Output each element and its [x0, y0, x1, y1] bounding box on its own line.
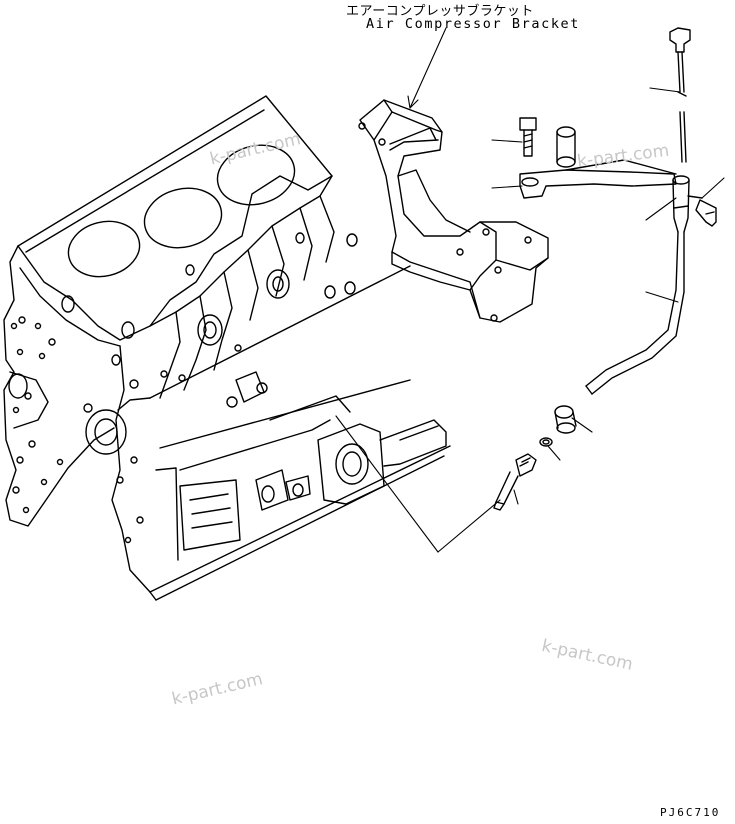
- spacer-collar: [556, 126, 576, 168]
- tube-connector: [493, 453, 537, 511]
- drawing-code: PJ6C710: [660, 806, 721, 819]
- bracket-title-english: Air Compressor Bracket: [366, 16, 581, 32]
- air-compressor-bracket: [358, 99, 549, 323]
- cylinder-bore-1: [67, 220, 141, 278]
- oil-level-boss: [317, 423, 385, 505]
- dipstick-guide-tube: [585, 175, 703, 395]
- cylinder-bore-2: [143, 187, 223, 249]
- bracket-title-japanese: エアーコンプレッサブラケット: [346, 4, 534, 19]
- engine-block: [3, 95, 451, 601]
- clamp-bolt: [695, 199, 717, 227]
- bolt-part: [519, 117, 537, 157]
- oil-dipstick: [669, 27, 691, 163]
- tube-stay-plate: [519, 159, 677, 199]
- cylinder-bore-3: [216, 144, 296, 206]
- leader-lines: [335, 27, 725, 553]
- sleeve-nut: [554, 405, 577, 434]
- o-ring: [539, 437, 553, 447]
